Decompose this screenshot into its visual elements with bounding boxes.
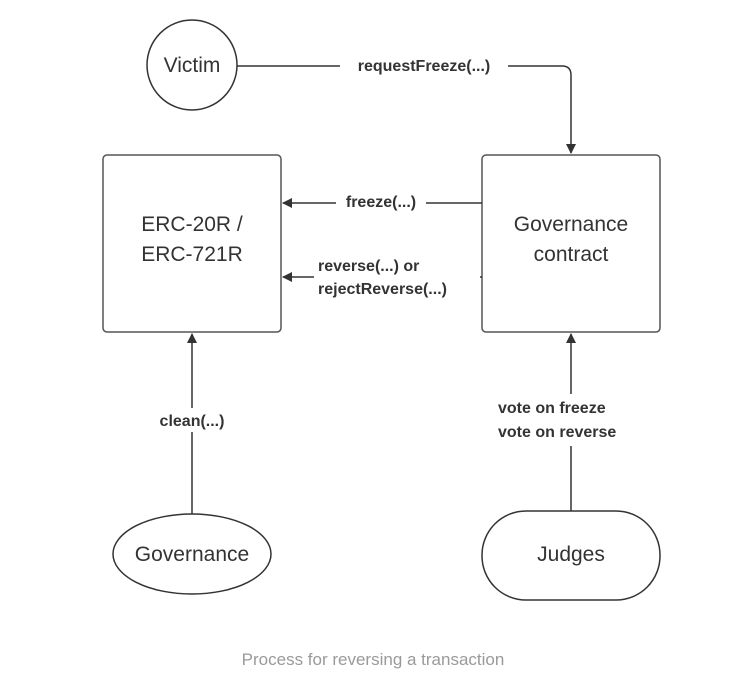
vote-freeze-label: vote on freeze [498,400,606,417]
governance-label: Governance [135,543,249,566]
victim-label: Victim [164,54,221,77]
request-freeze-label: requestFreeze(...) [358,58,490,75]
governance-contract-node: Governance contract [481,154,661,333]
edge-freeze: freeze(...) [282,191,482,213]
reverse-label-line2: rejectReverse(...) [318,281,447,298]
figure-caption: Process for reversing a transaction [241,650,505,669]
victim-node: Victim [146,19,238,111]
judges-label: Judges [537,543,605,566]
edge-votes: vote on freeze vote on reverse [492,333,654,511]
governance-node: Governance [112,513,272,595]
clean-label: clean(...) [160,413,225,430]
edge-clean: clean(...) [148,333,236,514]
judges-node: Judges [481,510,661,601]
edge-request-freeze: requestFreeze(...) [237,55,576,154]
governance-contract-label-line2: contract [534,243,609,266]
vote-reverse-label: vote on reverse [498,424,616,441]
freeze-label: freeze(...) [346,194,416,211]
edge-reverse: reverse(...) or rejectReverse(...) [282,254,482,300]
erc-label-line2: ERC-721R [141,243,243,266]
governance-contract-label-line1: Governance [514,213,628,236]
erc-label-line1: ERC-20R / [141,213,243,236]
erc-token-node: ERC-20R / ERC-721R [102,154,282,333]
reverse-label-line1: reverse(...) or [318,258,419,275]
